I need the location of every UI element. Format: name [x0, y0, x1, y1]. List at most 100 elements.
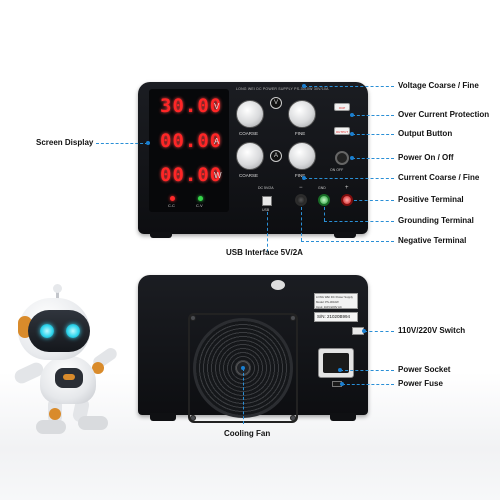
voltage-fine-label: FINE [295, 131, 306, 136]
callout-dot [338, 368, 342, 372]
front-foot-left [150, 232, 172, 238]
callout-negative-terminal: Negative Terminal [398, 236, 467, 245]
cc-label: C.C [168, 203, 175, 208]
voltage-symbol: V [270, 97, 282, 109]
usb-label: USB [262, 208, 270, 212]
callout-line [364, 331, 394, 332]
ocp-button[interactable]: OCP [334, 103, 350, 111]
callout-line [96, 143, 148, 144]
screw-icon [190, 415, 196, 421]
cc-indicator [170, 196, 175, 201]
rating-sticker [314, 293, 358, 309]
callout-screen-display: Screen Display [36, 138, 94, 147]
callout-line [352, 115, 394, 116]
callout-voltage-switch: 110V/220V Switch [398, 326, 466, 335]
serial-number: S/N: 21020B994 [314, 312, 358, 322]
current-coarse-label: COARSE [239, 173, 259, 178]
callout-dot [350, 156, 354, 160]
power-reading: 00.00 [160, 164, 223, 186]
sticker-line-3: Input: 110V/220V AC [316, 305, 342, 309]
back-foot-left [150, 413, 176, 421]
robot-left-foot [36, 420, 66, 434]
callout-dot [146, 141, 150, 145]
callout-line [340, 370, 394, 371]
callout-line [243, 368, 244, 424]
positive-terminal[interactable] [341, 194, 353, 206]
voltage-reading: 30.00 [160, 95, 223, 117]
callout-line [352, 134, 394, 135]
sticker-line-1: LONG WEI DC Power Supply [316, 295, 353, 299]
callout-line [301, 241, 394, 242]
robot-shoulder-joint [92, 362, 104, 374]
callout-dot [340, 382, 344, 386]
brand-logo [271, 280, 285, 290]
callout-dot [350, 113, 354, 117]
callout-cooling-fan: Cooling Fan [224, 429, 271, 438]
robot-right-eye [66, 324, 80, 338]
gnd-label: GND [318, 186, 326, 190]
callout-power-on-off: Power On / Off [398, 153, 454, 162]
voltage-fine-knob[interactable] [288, 100, 316, 128]
callout-power-socket: Power Socket [398, 365, 451, 374]
callout-usb-interface: USB Interface 5V/2A [226, 248, 303, 257]
callout-line [352, 158, 394, 159]
callout-dot [362, 329, 366, 333]
screen-display [149, 89, 229, 212]
robot-chest-light [63, 374, 75, 380]
back-foot-right [330, 413, 356, 421]
minus-label: − [299, 185, 303, 191]
grounding-terminal[interactable] [318, 194, 330, 206]
voltage-coarse-label: COARSE [239, 131, 259, 136]
power-switch-label: ON OFF [330, 168, 344, 172]
callout-line [304, 178, 394, 179]
negative-terminal[interactable] [295, 194, 307, 206]
callout-dot [241, 366, 245, 370]
callout-dot [350, 132, 354, 136]
callout-output-button: Output Button [398, 129, 453, 138]
screw-icon [190, 315, 196, 321]
callout-over-current-protection: Over Current Protection [398, 110, 490, 119]
callout-voltage-coarse-fine: Voltage Coarse / Fine [398, 81, 479, 90]
plus-label: + [345, 185, 349, 191]
current-fine-label: FINE [295, 173, 306, 178]
current-unit: A [214, 137, 220, 146]
callout-line [342, 384, 394, 385]
voltage-coarse-knob[interactable] [236, 100, 264, 128]
usb-port[interactable] [262, 196, 272, 206]
robot-left-eye [40, 324, 54, 338]
robot-antenna-tip [53, 284, 62, 293]
cv-label: C.V [196, 203, 203, 208]
callout-grounding-terminal: Grounding Terminal [398, 216, 474, 225]
callout-current-coarse-fine: Current Coarse / Fine [398, 173, 480, 182]
model-label: LONG WEI DC POWER SUPPLY PS-3010W 30V/10… [236, 87, 329, 91]
robot-visor [28, 310, 90, 352]
cv-indicator [198, 196, 203, 201]
screw-icon [290, 415, 296, 421]
callout-positive-terminal: Positive Terminal [398, 195, 464, 204]
voltage-unit: V [214, 102, 220, 111]
robot-antenna [56, 288, 59, 300]
callout-line [354, 200, 394, 201]
front-foot-right [334, 232, 356, 238]
output-button[interactable]: OUTPUT [334, 127, 350, 135]
current-symbol: A [270, 150, 282, 162]
callout-line [301, 207, 302, 241]
power-icon[interactable] [335, 151, 349, 165]
screw-icon [290, 315, 296, 321]
current-fine-knob[interactable] [288, 142, 316, 170]
robot-right-foot [78, 416, 108, 430]
callout-line [267, 212, 268, 252]
sticker-line-2: Model: PS-3010W [316, 300, 339, 304]
usb-rating-label: DC 5V/2A [258, 186, 274, 190]
callout-power-fuse: Power Fuse [398, 379, 443, 388]
robot-knee-joint [49, 408, 61, 420]
callout-line [324, 207, 325, 221]
callout-line [304, 86, 394, 87]
current-coarse-knob[interactable] [236, 142, 264, 170]
callout-dot [302, 84, 306, 88]
current-reading: 00.00 [160, 130, 223, 152]
power-unit: W [214, 171, 222, 180]
power-socket-inlet [323, 353, 349, 373]
callout-line [324, 221, 394, 222]
